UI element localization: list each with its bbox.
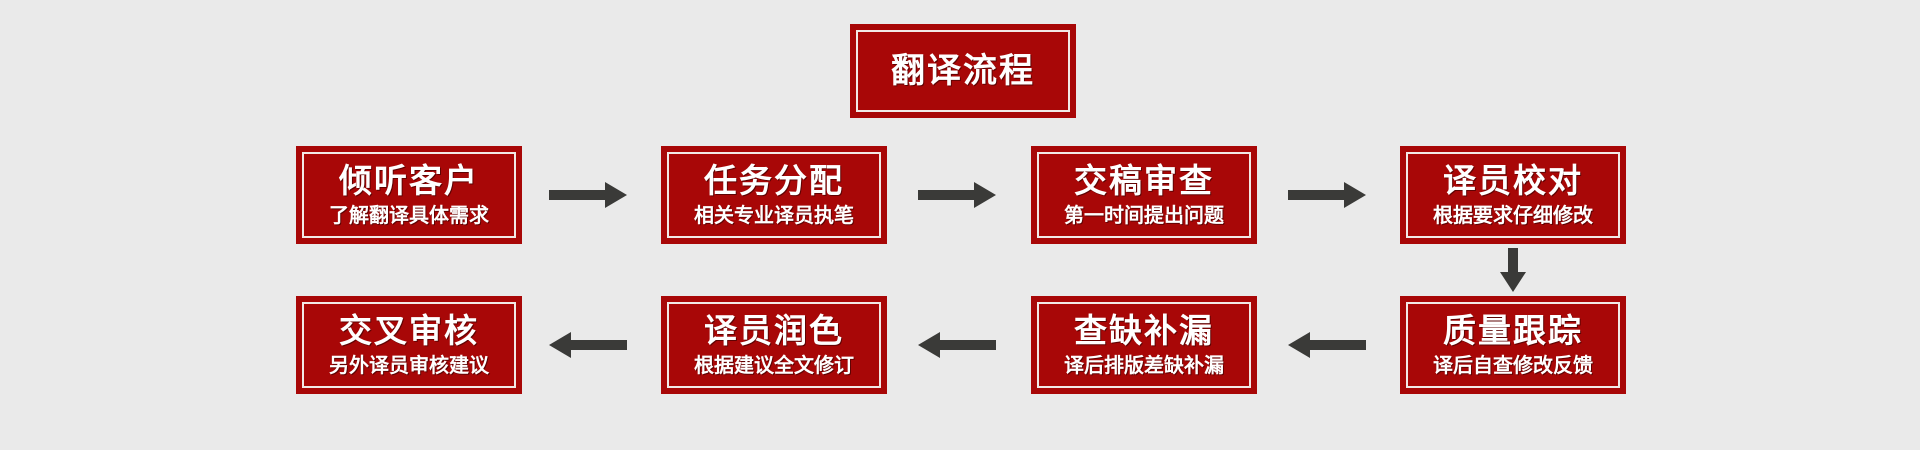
node-inner: 倾听客户 了解翻译具体需求 (302, 152, 516, 238)
arrow-shaft (549, 190, 605, 200)
arrow-head (974, 182, 996, 208)
arrow-head (1500, 272, 1526, 292)
flowchart-title-box: 翻译流程 (850, 24, 1076, 118)
arrow-shaft (918, 190, 974, 200)
node-title: 交叉审核 (339, 312, 479, 349)
process-node-task-assignment: 任务分配 相关专业译员执笔 (661, 146, 887, 244)
arrow-shaft (1508, 248, 1518, 272)
arrow-shaft (1310, 340, 1366, 350)
node-title: 译员润色 (704, 312, 844, 349)
arrow-shaft (1288, 190, 1344, 200)
arrow-left-icon-step5-to-step6 (1288, 332, 1366, 358)
flowchart-title-text: 翻译流程 (891, 52, 1035, 90)
node-inner: 交叉审核 另外译员审核建议 (302, 302, 516, 388)
arrow-right-icon-step2-to-step3 (918, 182, 996, 208)
arrow-left-icon-step7-to-step8 (549, 332, 627, 358)
node-subtitle: 第一时间提出问题 (1064, 205, 1224, 227)
node-subtitle: 相关专业译员执笔 (694, 205, 854, 227)
arrow-head (918, 332, 940, 358)
node-title: 倾听客户 (339, 162, 479, 199)
node-inner: 译员校对 根据要求仔细修改 (1406, 152, 1620, 238)
arrow-head (1344, 182, 1366, 208)
arrow-down-icon-step4-to-step5 (1500, 248, 1526, 292)
node-inner: 译员润色 根据建议全文修订 (667, 302, 881, 388)
node-inner: 交稿审查 第一时间提出问题 (1037, 152, 1251, 238)
arrow-head (549, 332, 571, 358)
node-title: 交稿审查 (1074, 162, 1214, 199)
process-node-translator-proofreading: 译员校对 根据要求仔细修改 (1400, 146, 1626, 244)
node-title: 质量跟踪 (1443, 312, 1583, 349)
node-subtitle: 根据建议全文修订 (694, 355, 854, 377)
node-inner: 查缺补漏 译后排版差缺补漏 (1037, 302, 1251, 388)
process-node-listen-to-client: 倾听客户 了解翻译具体需求 (296, 146, 522, 244)
node-inner: 质量跟踪 译后自查修改反馈 (1406, 302, 1620, 388)
node-subtitle: 译后自查修改反馈 (1433, 355, 1593, 377)
node-inner: 任务分配 相关专业译员执笔 (667, 152, 881, 238)
node-title: 译员校对 (1443, 162, 1583, 199)
node-subtitle: 另外译员审核建议 (329, 355, 489, 377)
process-node-submission-review: 交稿审查 第一时间提出问题 (1031, 146, 1257, 244)
node-title: 查缺补漏 (1074, 312, 1214, 349)
flowchart-title-inner: 翻译流程 (856, 30, 1070, 112)
node-subtitle: 根据要求仔细修改 (1433, 205, 1593, 227)
node-title: 任务分配 (704, 162, 844, 199)
arrow-right-icon-step1-to-step2 (549, 182, 627, 208)
arrow-right-icon-step3-to-step4 (1288, 182, 1366, 208)
process-node-translator-polishing: 译员润色 根据建议全文修订 (661, 296, 887, 394)
process-node-gap-filling: 查缺补漏 译后排版差缺补漏 (1031, 296, 1257, 394)
arrow-shaft (571, 340, 627, 350)
arrow-head (1288, 332, 1310, 358)
process-node-cross-review: 交叉审核 另外译员审核建议 (296, 296, 522, 394)
node-subtitle: 译后排版差缺补漏 (1064, 355, 1224, 377)
node-subtitle: 了解翻译具体需求 (329, 205, 489, 227)
arrow-head (605, 182, 627, 208)
arrow-shaft (940, 340, 996, 350)
process-node-quality-tracking: 质量跟踪 译后自查修改反馈 (1400, 296, 1626, 394)
arrow-left-icon-step6-to-step7 (918, 332, 996, 358)
